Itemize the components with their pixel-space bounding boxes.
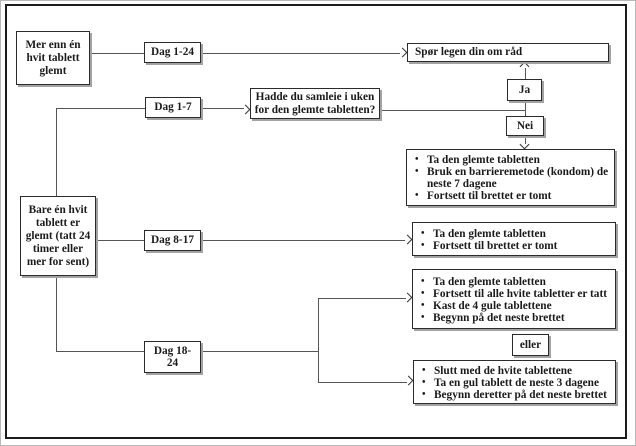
connector-line: [56, 351, 144, 352]
bullet-item: • Ta en gul tablett de neste 3 dagene: [422, 377, 613, 389]
bullet-item: • Begynn på det neste brettet: [421, 312, 613, 324]
node-one-tablet-missed: Bare én hvit tablett er glemt (tatt 24 t…: [20, 196, 96, 276]
connector-line: [525, 101, 526, 116]
bullet-icon: •: [421, 288, 425, 299]
bullet-icon: •: [415, 190, 419, 201]
bullet-icon: •: [422, 365, 426, 376]
bullet-text: Ta den glemte tabletten: [433, 276, 546, 288]
node-no: Nei: [506, 116, 544, 136]
bullet-text: Ta en gul tablett de neste 3 dagene: [434, 377, 599, 389]
bullet-icon: •: [421, 276, 425, 287]
connector-line: [318, 298, 319, 382]
bullet-text: Bruk en barrieremetode (kondom) de neste…: [427, 166, 609, 190]
bullet-item: • Kast de 4 gule tablettene: [421, 300, 613, 312]
bullet-icon: •: [415, 166, 419, 177]
connector-line: [318, 382, 407, 383]
node-or: eller: [512, 334, 549, 356]
connector-line: [56, 108, 145, 109]
node-day-1-7: Dag 1-7: [145, 97, 201, 118]
bullet-item: • Ta den glemte tabletten: [415, 154, 612, 166]
bullet-icon: •: [421, 240, 425, 251]
node-more-than-one-missed: Mer enn én hvit tablett glemt: [16, 31, 90, 85]
bullet-item: • Fortsett til alle hvite tabletter er ta…: [421, 288, 613, 300]
bullet-item: • Fortsett til brettet er tomt: [421, 240, 613, 252]
node-advice-day-18-24-option2: • Slutt med de hvite tablettene • Ta en gul…: [413, 360, 616, 404]
bullet-item: • Bruk en barrieremetode (kondom) de nest…: [415, 166, 612, 190]
node-day-18-24: Dag 18- 24: [144, 341, 201, 373]
bullet-text: Fortsett til brettet er tomt: [433, 240, 558, 252]
bullet-text: Fortsett til brettet er tomt: [427, 190, 552, 202]
connector-line: [318, 298, 406, 299]
bullet-icon: •: [421, 228, 425, 239]
connector-line: [201, 53, 400, 54]
bullet-item: • Fortsett til brettet er tomt: [415, 190, 612, 202]
bullet-icon: •: [421, 312, 425, 323]
connector-line: [56, 276, 57, 351]
bullet-text: Slutt med de hvite tablettene: [434, 365, 573, 377]
node-ask-doctor: Spør legen din om råd: [407, 43, 609, 62]
connector-line: [90, 53, 144, 54]
node-advice-day-1-7: • Ta den glemte tabletten • Bruk en barrier…: [406, 149, 615, 206]
connector-line: [96, 240, 144, 241]
node-advice-day-8-17: • Ta den glemte tabletten • Fortsett til br…: [412, 222, 616, 256]
node-yes: Ja: [507, 79, 542, 101]
bullet-text: Begynn på det neste brettet: [433, 312, 565, 324]
bullet-icon: •: [415, 154, 419, 165]
connector-line: [201, 351, 318, 352]
bullet-item: • Ta den glemte tabletten: [421, 276, 613, 288]
connector-line: [525, 68, 526, 79]
bullet-text: Fortsett til alle hvite tabletter er tat…: [433, 288, 607, 300]
bullet-icon: •: [422, 389, 426, 400]
connector-line: [525, 136, 526, 144]
diagram-frame-border: [5, 4, 627, 439]
node-advice-day-18-24-option1: • Ta den glemte tabletten • Fortsett til al…: [412, 269, 616, 329]
bullet-item: • Begynn deretter på det neste brettet: [422, 389, 613, 401]
connector-line: [379, 110, 525, 111]
bullet-text: Ta den glemte tabletten: [433, 228, 546, 240]
node-intercourse-question: Hadde du samleie i uken for den glemte t…: [250, 88, 380, 119]
connector-line: [56, 108, 57, 196]
connector-line: [201, 240, 405, 241]
connector-line: [201, 108, 244, 109]
bullet-item: • Ta den glemte tabletten: [421, 228, 613, 240]
bullet-item: • Slutt med de hvite tablettene: [422, 365, 613, 377]
node-day-8-17: Dag 8-17: [144, 230, 201, 251]
node-day-1-24: Dag 1-24: [144, 42, 201, 63]
bullet-text: Ta den glemte tabletten: [427, 154, 540, 166]
bullet-icon: •: [421, 300, 425, 311]
bullet-icon: •: [422, 377, 426, 388]
bullet-text: Kast de 4 gule tablettene: [433, 300, 552, 312]
bullet-text: Begynn deretter på det neste brettet: [434, 389, 607, 401]
